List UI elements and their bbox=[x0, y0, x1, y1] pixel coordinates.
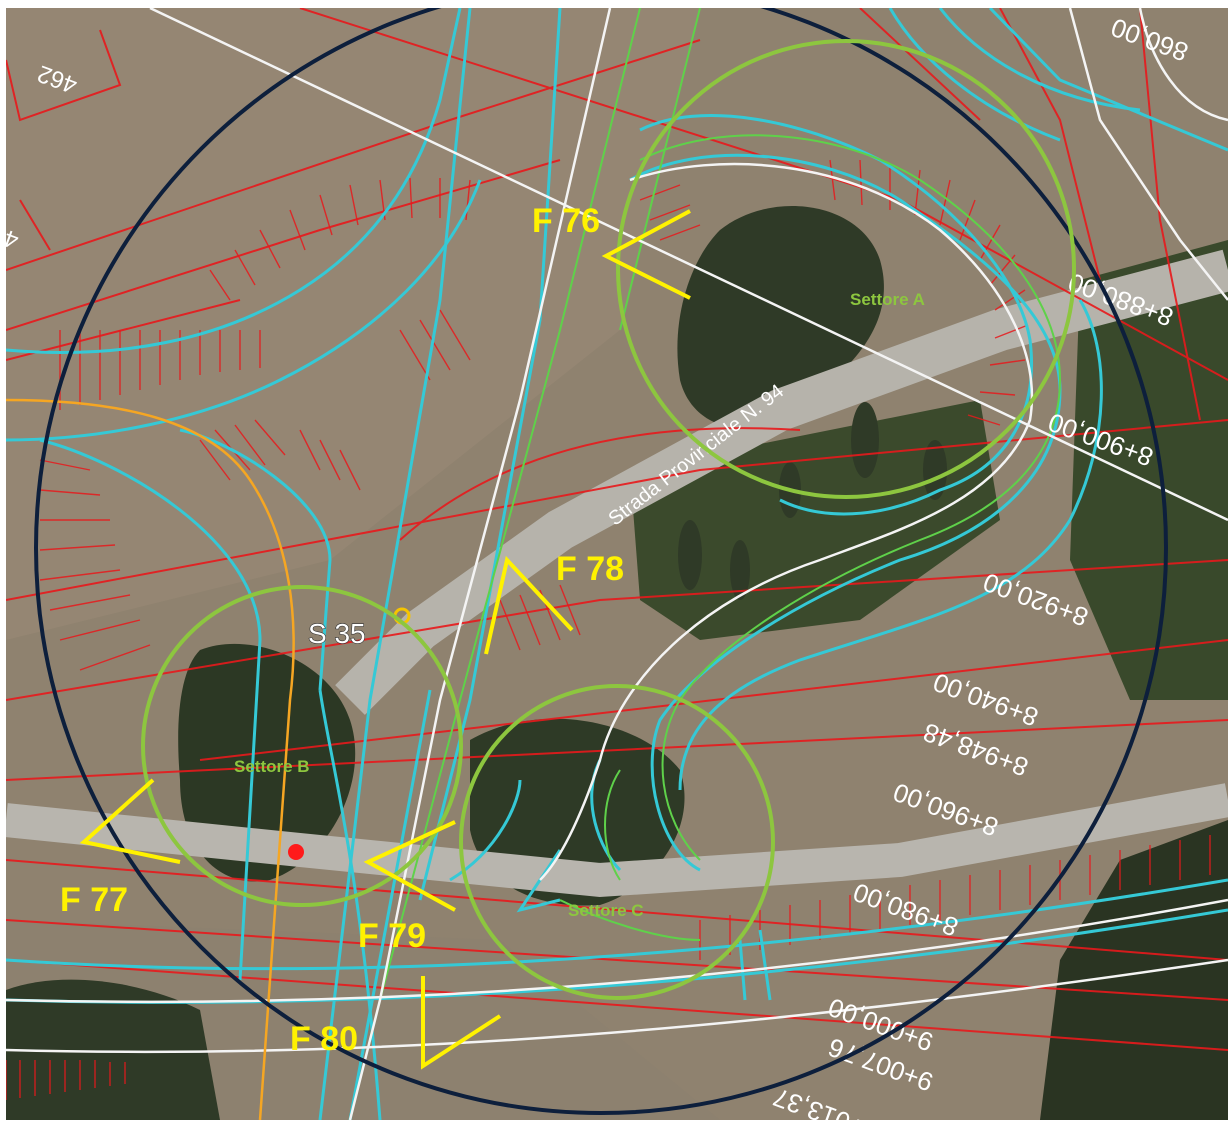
view-cone-icon bbox=[421, 976, 502, 1070]
sector-c-circle bbox=[459, 684, 775, 1000]
view-cone-icon bbox=[79, 778, 181, 864]
sector-c-label: Settore C bbox=[568, 901, 644, 920]
photo-label: F 78 bbox=[556, 550, 624, 588]
photo-label: F 80 bbox=[290, 1020, 358, 1058]
field-lighter-area bbox=[6, 8, 700, 640]
red-marker bbox=[288, 844, 304, 860]
existing-road-lower bbox=[6, 783, 1228, 898]
photo-viewpoint-f78: F 78 bbox=[484, 550, 624, 655]
orange-boundary-line bbox=[6, 398, 295, 1120]
photo-viewpoint-f77: F 77 bbox=[60, 778, 181, 919]
view-cone-icon bbox=[363, 820, 456, 912]
view-cone-icon bbox=[601, 209, 691, 300]
photo-viewpoint-f76: F 76 bbox=[532, 202, 691, 300]
photo-label: F 79 bbox=[358, 917, 426, 955]
sector-b-circle bbox=[141, 585, 463, 907]
survey-area-circle bbox=[34, 8, 1168, 1115]
survey-point-s35: S 35 bbox=[307, 607, 411, 650]
photo-viewpoint-f80: F 80 bbox=[290, 976, 502, 1070]
photo-viewpoint-f79: F 79 bbox=[358, 820, 456, 955]
view-cone-icon bbox=[484, 555, 574, 655]
embankment-hatching bbox=[6, 159, 1211, 1100]
photo-label: F 76 bbox=[532, 202, 600, 240]
photo-label: F 77 bbox=[60, 881, 128, 919]
survey-point-label: S 35 bbox=[308, 618, 366, 649]
sector-a-circle bbox=[616, 39, 1076, 499]
sector-a-label: Settore A bbox=[850, 290, 925, 309]
alignment-lines bbox=[6, 8, 1228, 1120]
sector-b-label: Settore B bbox=[234, 757, 310, 776]
